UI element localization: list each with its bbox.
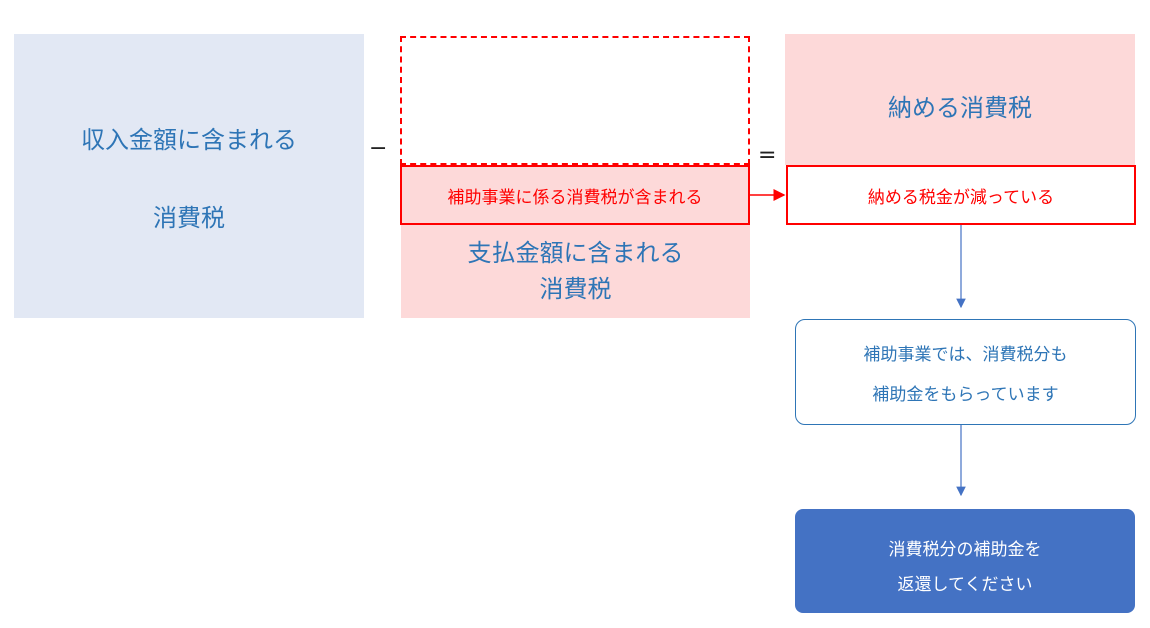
payment-tax-label-line1: 支払金額に含まれる: [467, 239, 684, 267]
minus-operator: −: [369, 136, 388, 161]
pay-tax-box: 納める消費税: [785, 34, 1135, 165]
subsidy-included-box: 補助事業に係る消費税が含まれる: [400, 165, 750, 225]
subsidy-note-box: 補助事業では、消費税分も 補助金をもらっています: [795, 319, 1136, 425]
dashed-outline-box: [400, 36, 750, 165]
subsidy-note-line2: 補助金をもらっています: [872, 385, 1059, 405]
tax-reduced-box: 納める税金が減っている: [786, 165, 1136, 225]
refund-request-line2: 返還してください: [897, 575, 1033, 595]
payment-tax-label-line2: 消費税: [539, 275, 612, 303]
payment-tax-box: 支払金額に含まれる 消費税: [401, 225, 750, 318]
refund-request-box: 消費税分の補助金を 返還してください: [795, 509, 1135, 613]
income-tax-label-line1: 収入金額に含まれる: [81, 126, 297, 154]
equals-operator: =: [758, 143, 777, 168]
income-tax-box: 収入金額に含まれる 消費税: [14, 34, 364, 318]
income-tax-label-line2: 消費税: [153, 204, 225, 232]
subsidy-note-line1: 補助事業では、消費税分も: [863, 345, 1068, 365]
refund-request-line1: 消費税分の補助金を: [888, 540, 1042, 560]
pay-tax-label: 納める消費税: [888, 94, 1032, 122]
